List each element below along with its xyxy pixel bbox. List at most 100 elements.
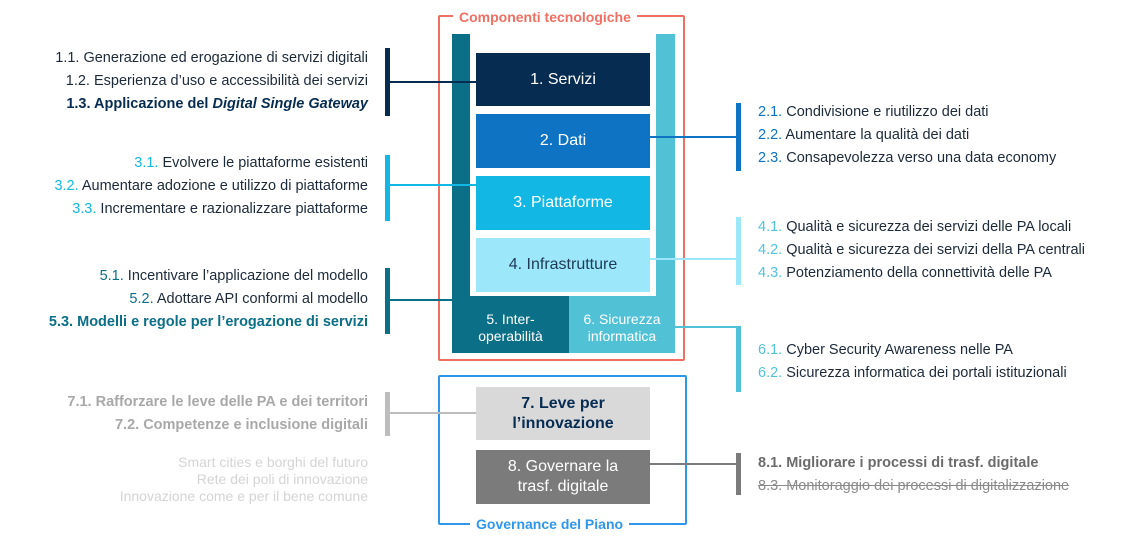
box-leve-innovazione[interactable]: 7. Leve per l’innovazione xyxy=(476,387,650,440)
box8-line2: trasf. digitale xyxy=(517,478,609,495)
item-text-italic: Digital Single Gateway xyxy=(212,96,368,112)
list-item: 1.3. Applicazione del Digital Single Gat… xyxy=(55,93,368,116)
item-number: 6.2. xyxy=(758,365,783,381)
list-item: 2.3. Consapevolezza verso una data econo… xyxy=(758,147,1056,170)
list-item: 7.2. Competenze e inclusione digitali xyxy=(67,414,368,437)
box6-line2: informatica xyxy=(587,328,657,344)
item-text: Migliorare i processi di trasf. digitale xyxy=(786,455,1039,471)
list-item: 8.1. Migliorare i processi di trasf. dig… xyxy=(758,452,1069,475)
box-governare-label: 8. Governare la trasf. digitale xyxy=(508,457,618,497)
box-servizi[interactable]: 1. Servizi xyxy=(476,53,650,106)
box-dati[interactable]: 2. Dati xyxy=(476,114,650,168)
item-text: Sicurezza informatica dei portali istitu… xyxy=(786,365,1067,381)
list-item: 1.2. Esperienza d’uso e accessibilità de… xyxy=(55,70,368,93)
item-text: Qualità e sicurezza dei servizi della PA… xyxy=(786,242,1085,258)
item-text: Adottare API conformi al modello xyxy=(156,291,368,307)
box7-line1: 7. Leve per xyxy=(521,394,605,412)
item-text: Rafforzare le leve delle PA e dei territ… xyxy=(95,394,368,410)
box8-line1: 8. Governare la xyxy=(507,458,619,475)
group-leve-faded-list: Smart cities e borghi del futuro Rete de… xyxy=(120,454,368,505)
group-infrastrutture-list: 4.1. Qualità e sicurezza dei servizi del… xyxy=(758,216,1085,285)
item-number: 3.3. xyxy=(72,201,97,217)
connector-g2 xyxy=(650,136,736,138)
bracket-g1 xyxy=(385,48,390,116)
box5-line1: 5. Inter- xyxy=(486,311,535,327)
list-item: 2.2. Aumentare la qualità dei dati xyxy=(758,124,1056,147)
faded-item: Rete dei poli di innovazione xyxy=(196,471,368,487)
item-text: Evolvere le piattaforme esistenti xyxy=(162,155,368,171)
item-text: Applicazione del xyxy=(94,96,209,112)
item-text: Modelli e regole per l’erogazione di ser… xyxy=(77,314,368,330)
box5-line2: operabilità xyxy=(478,328,543,344)
item-number: 2.2. xyxy=(758,127,783,143)
item-number: 1.2. xyxy=(65,73,90,89)
item-number: 8.3. xyxy=(758,478,783,494)
governance-frame-title: Governance del Piano xyxy=(470,515,630,533)
bracket-g3 xyxy=(385,155,390,221)
connector-g7 xyxy=(390,412,476,414)
list-item: 5.3. Modelli e regole per l’erogazione d… xyxy=(49,311,368,334)
list-item: 4.2. Qualità e sicurezza dei servizi del… xyxy=(758,239,1085,262)
bracket-g7 xyxy=(385,392,390,436)
list-item: 3.1. Evolvere le piattaforme esistenti xyxy=(54,152,368,175)
group-sicurezza-list: 6.1. Cyber Security Awareness nelle PA 6… xyxy=(758,339,1067,385)
list-item: 1.1. Generazione ed erogazione di serviz… xyxy=(55,47,368,70)
group-dati-list: 2.1. Condivisione e riutilizzo dei dati … xyxy=(758,101,1056,170)
box6-line1: 6. Sicurezza xyxy=(583,311,661,327)
connector-g3 xyxy=(390,184,476,186)
connector-g8 xyxy=(650,463,736,465)
list-item: 6.2. Sicurezza informatica dei portali i… xyxy=(758,362,1067,385)
item-number: 3.1. xyxy=(134,155,159,171)
box-leve-label: 7. Leve per l’innovazione xyxy=(512,394,613,434)
group-governare-list: 8.1. Migliorare i processi di trasf. dig… xyxy=(758,452,1069,498)
item-text: Generazione ed erogazione di servizi dig… xyxy=(83,50,368,66)
item-number: 1.3. xyxy=(66,96,91,112)
item-text: Potenziamento della connettività delle P… xyxy=(786,265,1052,281)
item-text: Incrementare e razionalizzare piattaform… xyxy=(100,201,368,217)
faded-item: Innovazione come e per il bene comune xyxy=(119,488,368,504)
box-infrastrutture-label: 4. Infrastrutture xyxy=(508,256,618,273)
list-item-struck: 8.3. Monitoraggio dei processi di digita… xyxy=(758,475,1069,498)
box7-line2: l’innovazione xyxy=(512,414,614,432)
item-text: Monitoraggio dei processi di digitalizza… xyxy=(786,478,1070,494)
connector-g6 xyxy=(675,326,736,328)
item-number: 4.1. xyxy=(758,219,783,235)
bracket-g6 xyxy=(736,326,741,392)
list-item: 2.1. Condivisione e riutilizzo dei dati xyxy=(758,101,1056,124)
list-item: 4.3. Potenziamento della connettività de… xyxy=(758,262,1085,285)
list-item: 3.3. Incrementare e razionalizzare piatt… xyxy=(54,198,368,221)
item-number: 1.1. xyxy=(55,50,80,66)
item-text: Esperienza d’uso e accessibilità dei ser… xyxy=(93,73,368,89)
bracket-g8 xyxy=(736,453,741,495)
item-number: 7.1. xyxy=(67,394,92,410)
box-infrastrutture[interactable]: 4. Infrastrutture xyxy=(476,238,650,292)
item-number: 3.2. xyxy=(54,178,79,194)
connector-g4 xyxy=(650,258,736,260)
list-item: 3.2. Aumentare adozione e utilizzo di pi… xyxy=(54,175,368,198)
group-piattaforme-list: 3.1. Evolvere le piattaforme esistenti 3… xyxy=(54,152,368,221)
item-text: Consapevolezza verso una data economy xyxy=(786,150,1057,166)
item-text: Cyber Security Awareness nelle PA xyxy=(786,342,1013,358)
bracket-g5 xyxy=(385,268,390,334)
item-text: Competenze e inclusione digitali xyxy=(143,417,368,433)
item-number: 5.1. xyxy=(99,268,124,284)
item-text: Qualità e sicurezza dei servizi delle PA… xyxy=(786,219,1072,235)
item-text: Incentivare l’applicazione del modello xyxy=(127,268,368,284)
item-text: Aumentare adozione e utilizzo di piattaf… xyxy=(81,178,368,194)
item-number: 2.1. xyxy=(758,104,783,120)
bracket-g4 xyxy=(736,217,741,285)
box-interoperabilita[interactable]: 5. Inter-operabilità xyxy=(452,298,569,353)
item-text: Condivisione e riutilizzo dei dati xyxy=(786,104,989,120)
list-item: 5.2. Adottare API conformi al modello xyxy=(49,288,368,311)
item-number: 6.1. xyxy=(758,342,783,358)
group-servizi-list: 1.1. Generazione ed erogazione di serviz… xyxy=(55,47,368,116)
item-number: 4.3. xyxy=(758,265,783,281)
box-governare[interactable]: 8. Governare la trasf. digitale xyxy=(476,450,650,504)
item-number: 5.3. xyxy=(48,314,74,330)
item-number: 2.3. xyxy=(758,150,783,166)
faded-item: Smart cities e borghi del futuro xyxy=(178,454,368,470)
box-dati-label: 2. Dati xyxy=(539,132,587,149)
box-piattaforme[interactable]: 3. Piattaforme xyxy=(476,176,650,230)
